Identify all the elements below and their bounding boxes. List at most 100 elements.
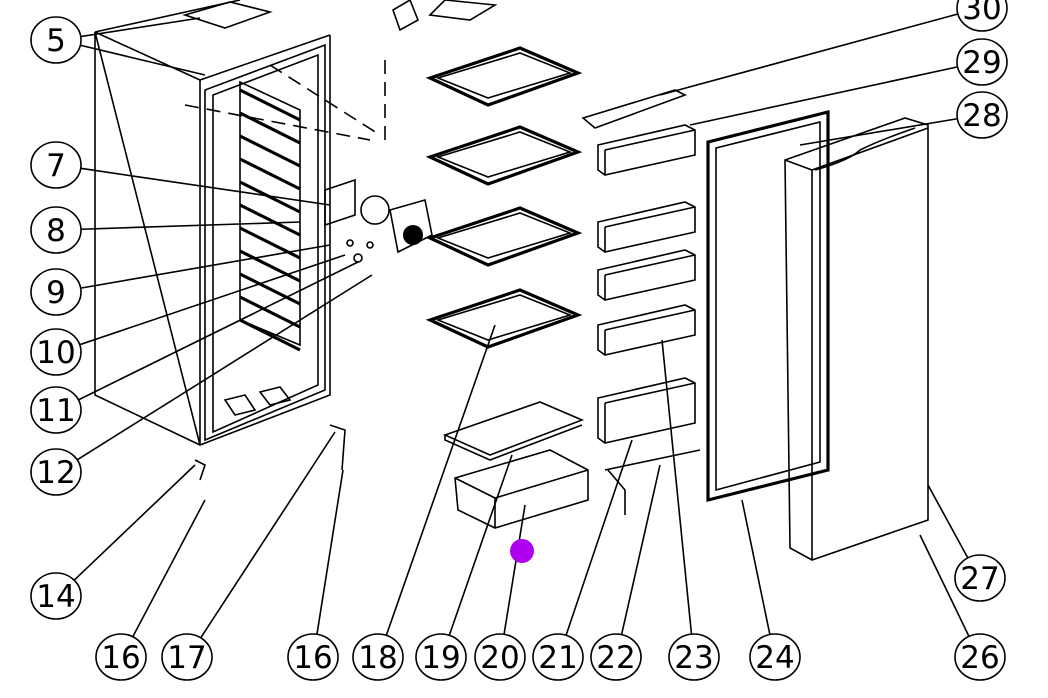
- callout-circle: [287, 633, 339, 681]
- callout-circle: [956, 91, 1008, 139]
- callout-22: 22: [590, 464, 661, 681]
- leader-line: [200, 431, 336, 639]
- leader-line: [565, 439, 633, 636]
- callout-circle: [532, 633, 584, 681]
- callout-number: 5: [46, 23, 66, 59]
- shelf-inner: [435, 52, 573, 99]
- shelf: [425, 288, 583, 349]
- glass-shelves: [425, 46, 583, 349]
- callout-circle: [956, 0, 1008, 32]
- callout-circle: [749, 633, 801, 681]
- callout-circle: [161, 633, 213, 681]
- callout-number: 18: [358, 640, 397, 676]
- callout-circle: [352, 633, 404, 681]
- callout-21: 21: [532, 439, 633, 681]
- door-bins: [597, 124, 696, 444]
- callout-number: 11: [36, 393, 75, 429]
- callout-circle: [30, 141, 82, 189]
- callout-16: 16: [287, 469, 344, 681]
- callout-number: 23: [674, 640, 713, 676]
- callout-circle: [30, 572, 82, 620]
- callout-circle: [30, 268, 82, 316]
- liner-stripe: [239, 134, 301, 168]
- fan-assembly: [324, 178, 433, 263]
- shelf-inner: [435, 294, 573, 341]
- callout-5: 5: [30, 16, 206, 76]
- callout-number: 14: [36, 579, 75, 615]
- leader-line: [741, 499, 771, 635]
- shelf-inner: [435, 212, 573, 259]
- callout-number: 26: [960, 640, 999, 676]
- leader-line: [132, 499, 206, 638]
- liner-stripe: [239, 157, 301, 191]
- leader-line: [78, 261, 359, 401]
- callout-number: 8: [46, 213, 66, 249]
- callout-19: 19: [415, 454, 513, 681]
- callout-number: 21: [538, 640, 577, 676]
- callout-7: 7: [30, 141, 331, 206]
- liner-stripe: [239, 203, 301, 237]
- callout-number: 10: [36, 335, 75, 371]
- callout-circle: [956, 38, 1008, 86]
- leader-line: [80, 44, 206, 76]
- leader-line: [80, 17, 201, 38]
- callout-number: 17: [167, 640, 206, 676]
- shelf: [425, 46, 583, 107]
- crisper-drawer: [442, 401, 589, 529]
- callout-16: 16: [95, 499, 206, 681]
- leader-line: [799, 117, 958, 146]
- leader-line: [385, 324, 496, 636]
- callout-28: 28: [799, 91, 1008, 146]
- leader-line: [689, 66, 958, 126]
- leader-line: [659, 13, 959, 96]
- callout-circle: [30, 328, 82, 376]
- callout-27: 27: [927, 484, 1006, 602]
- callout-circle: [590, 633, 642, 681]
- leader-line: [316, 469, 344, 635]
- liner-stripe: [239, 226, 301, 260]
- callout-number: 24: [755, 640, 794, 676]
- callout-9: 9: [30, 244, 331, 316]
- callout-number: 9: [46, 275, 66, 311]
- shelf: [425, 125, 583, 186]
- callout-26: 26: [919, 534, 1006, 681]
- highlight-marker: [510, 539, 534, 563]
- leader-line: [80, 221, 301, 231]
- leader-line: [661, 339, 693, 635]
- callout-number: 27: [960, 561, 999, 597]
- callout-circle: [95, 633, 147, 681]
- callout-circle: [30, 206, 82, 254]
- leader-line: [80, 167, 331, 206]
- leader-line: [448, 454, 513, 636]
- liner-stripe: [239, 295, 301, 329]
- callout-circle: [30, 448, 82, 496]
- callout-11: 11: [30, 261, 359, 434]
- callout-17: 17: [161, 431, 336, 681]
- shelf-inner: [435, 131, 573, 178]
- callout-number: 16: [293, 640, 332, 676]
- liner-stripe: [239, 272, 301, 306]
- callout-circle: [415, 633, 467, 681]
- door-bin: [597, 377, 696, 444]
- callout-circle: [954, 633, 1006, 681]
- leader-line: [927, 484, 969, 559]
- callout-10: 10: [30, 254, 346, 376]
- callout-circle: [668, 633, 720, 681]
- top-parts: [182, 0, 701, 515]
- callout-30: 30: [659, 0, 1008, 96]
- leader-line: [503, 504, 526, 635]
- leader-line: [73, 464, 196, 581]
- liner-stripe: [239, 88, 301, 122]
- door-bin: [597, 249, 696, 301]
- callout-14: 14: [30, 464, 196, 620]
- leader-line: [620, 464, 661, 635]
- callout-number: 19: [421, 640, 460, 676]
- callout-20: 20: [474, 504, 526, 681]
- shelf: [425, 206, 583, 267]
- leader-line: [919, 534, 970, 637]
- leader-line: [79, 254, 346, 346]
- callout-circle: [474, 633, 526, 681]
- door-bin: [597, 124, 696, 176]
